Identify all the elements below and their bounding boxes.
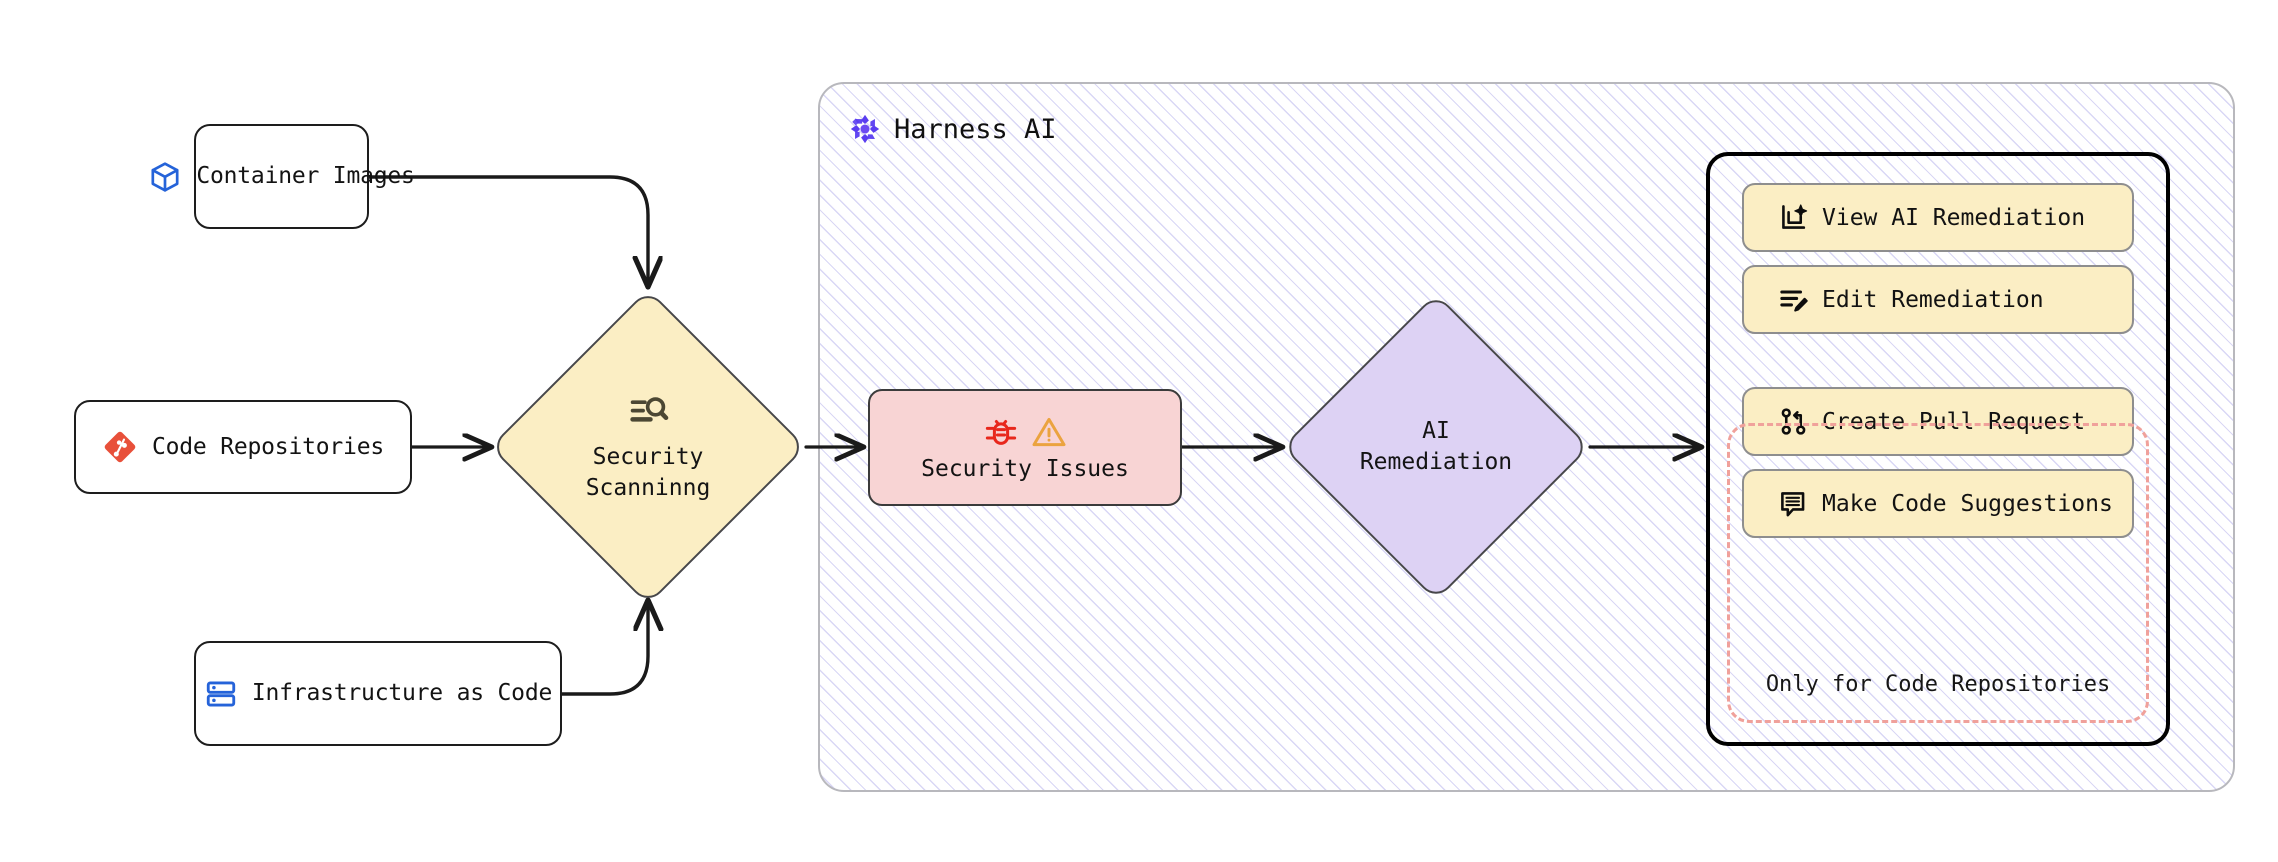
node-security-scanning[interactable]: Security Scanninng xyxy=(489,288,807,606)
security-issues-icons xyxy=(983,414,1067,450)
action-view-ai-remediation-label: View AI Remediation xyxy=(1822,204,2086,231)
node-infrastructure-as-code-label: Infrastructure as Code xyxy=(251,680,553,706)
security-issues-label: Security Issues xyxy=(921,455,1129,482)
action-edit-remediation-label: Edit Remediation xyxy=(1822,286,2044,313)
code-repositories-only-label: Only for Code Repositories xyxy=(1765,672,2111,697)
ai-remediation-shape xyxy=(1281,292,1591,602)
node-security-issues[interactable]: Security Issues xyxy=(868,389,1182,506)
ai-actions-list: View AI Remediation Edit Remediation xyxy=(1710,156,2166,742)
action-view-ai-remediation[interactable]: View AI Remediation xyxy=(1742,183,2134,252)
comment-lines-icon xyxy=(1778,488,1809,519)
action-edit-remediation[interactable]: Edit Remediation xyxy=(1742,265,2134,334)
harness-ai-title-label: Harness AI xyxy=(894,113,1057,145)
server-icon xyxy=(204,677,238,711)
sparkle-frame-icon xyxy=(1778,202,1809,233)
edge-container-images-to-scanning xyxy=(367,175,648,285)
security-scanning-shape xyxy=(489,288,807,606)
warning-triangle-icon xyxy=(1031,414,1067,450)
pull-request-icon xyxy=(1778,406,1809,437)
harness-logo-icon xyxy=(848,112,882,146)
node-code-repositories-label: Code Repositories xyxy=(151,433,384,460)
git-icon xyxy=(102,429,138,465)
cube-icon xyxy=(148,160,182,194)
action-make-code-suggestions[interactable]: Make Code Suggestions xyxy=(1742,469,2134,538)
action-make-code-suggestions-label: Make Code Suggestions xyxy=(1822,490,2113,517)
action-create-pull-request[interactable]: Create Pull Request xyxy=(1742,387,2134,456)
node-code-repositories[interactable]: Code Repositories xyxy=(74,400,412,494)
harness-ai-title: Harness AI xyxy=(848,112,1057,146)
code-repositories-only-group: Only for Code Repositories xyxy=(1727,423,2149,723)
edge-infrastructure-to-scanning xyxy=(560,602,648,696)
node-container-images[interactable]: Container Images xyxy=(151,124,415,229)
action-create-pull-request-label: Create Pull Request xyxy=(1822,408,2086,435)
ai-actions-panel: View AI Remediation Edit Remediation xyxy=(1706,152,2170,746)
node-container-images-label: Container Images xyxy=(196,163,415,189)
bug-icon xyxy=(983,414,1019,450)
list-pencil-icon xyxy=(1778,284,1809,315)
node-ai-remediation[interactable]: AI Remediation xyxy=(1281,289,1591,605)
node-infrastructure-as-code[interactable]: Infrastructure as Code xyxy=(194,641,562,746)
